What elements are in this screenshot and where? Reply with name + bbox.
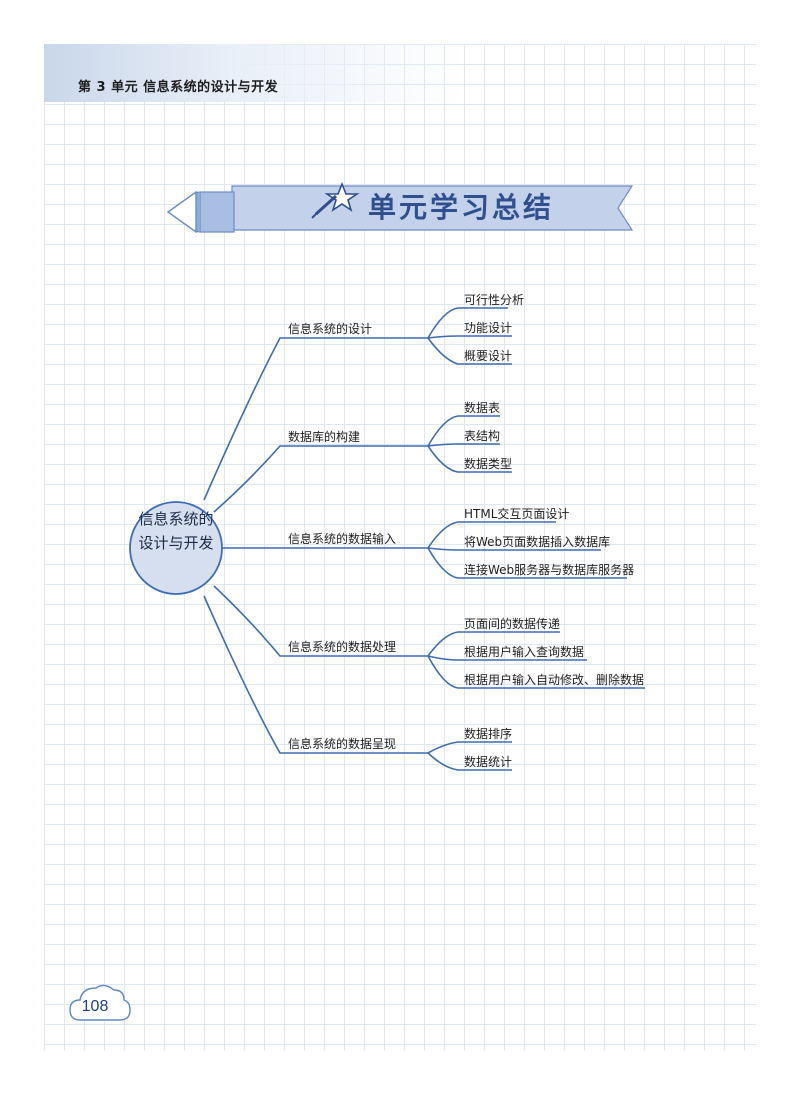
- center-line-2: 设计与开发: [138, 534, 214, 552]
- leaf-label: 根据用户输入自动修改、删除数据: [464, 673, 645, 687]
- mindmap-center-node: 信息系统的 设计与开发: [136, 507, 216, 555]
- leaf-label: 数据排序: [464, 727, 513, 741]
- leaf-label: 概要设计: [464, 349, 513, 363]
- leaf-label: 可行性分析: [464, 293, 525, 307]
- branch-label: 信息系统的数据处理: [288, 640, 397, 654]
- banner-title: 单元学习总结: [368, 191, 555, 224]
- branch-label: 信息系统的数据呈现: [288, 737, 397, 751]
- leaf-label: HTML交互页面设计: [464, 507, 570, 521]
- unit-title: 第 3 单元 信息系统的设计与开发: [78, 80, 279, 95]
- leaf-label: 连接Web服务器与数据库服务器: [464, 563, 635, 577]
- leaf-label: 根据用户输入查询数据: [464, 645, 585, 659]
- leaf-label: 将Web页面数据插入数据库: [464, 535, 611, 549]
- leaf-label: 表结构: [464, 429, 501, 443]
- header-band: [44, 44, 464, 102]
- branch-label: 信息系统的设计: [288, 322, 373, 336]
- leaf-label: 数据类型: [464, 457, 513, 471]
- leaf-label: 数据统计: [464, 755, 513, 769]
- branch-label: 信息系统的数据输入: [288, 532, 397, 546]
- center-line-1: 信息系统的: [138, 510, 214, 528]
- leaf-label: 功能设计: [464, 321, 513, 335]
- page-number: 108: [81, 998, 109, 1015]
- leaf-label: 页面间的数据传递: [464, 617, 561, 631]
- leaf-label: 数据表: [464, 401, 501, 415]
- branch-label: 数据库的构建: [288, 430, 361, 444]
